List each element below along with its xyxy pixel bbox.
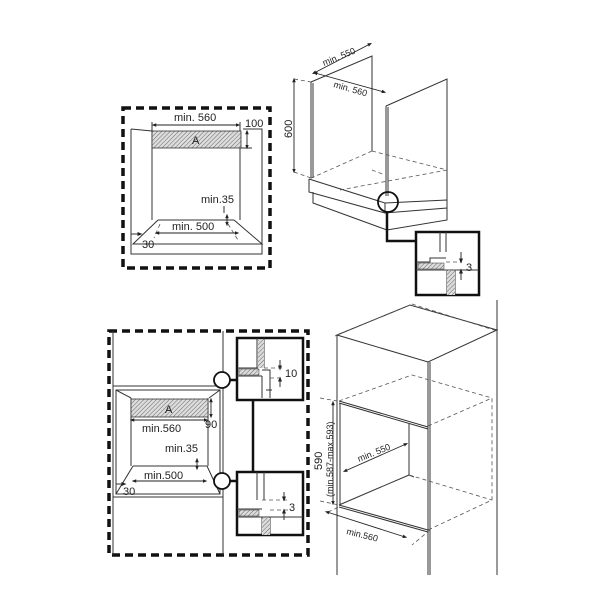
ventilation-zone-a	[130, 398, 209, 418]
height-label: 90	[205, 419, 217, 431]
height-label: 600	[283, 120, 295, 138]
base-board	[308, 178, 448, 214]
bottom-detail-callout-circle	[213, 472, 231, 490]
width-label: min. 560	[332, 79, 368, 98]
width-label: min. 560	[174, 112, 216, 124]
top-detail-gap-label: 10	[285, 368, 297, 380]
side-label: 30	[123, 486, 135, 498]
bottom-detail-box: 3	[235, 470, 305, 537]
tall-cabinet-outline	[112, 331, 224, 555]
floor-trapezoid	[131, 219, 264, 245]
floor-label: min. 500	[172, 221, 214, 233]
width-label: min.560	[346, 526, 379, 543]
ventilation-zone-a	[151, 130, 242, 149]
depth-label: min. 550	[356, 442, 392, 464]
callout-connector	[385, 212, 416, 243]
width-arrow	[324, 510, 408, 539]
installation-zone-border	[121, 106, 272, 270]
width-arrow	[312, 71, 387, 94]
right-panel	[385, 78, 448, 200]
height-label: 100	[245, 118, 263, 130]
gap-label: min.35	[165, 443, 198, 455]
oven-opening	[338, 400, 429, 533]
depth-arrow	[342, 443, 409, 472]
zone-a-label: A	[165, 404, 173, 416]
tall-unit-front-view: A 90 min.560 min.35 min.500 30 10	[107, 329, 310, 557]
floor-label: min.500	[144, 470, 183, 482]
under-counter-front-view: A min. 560 100 min.35 min. 500 30	[121, 106, 272, 270]
plinth	[312, 192, 448, 231]
bottom-detail-gap-label: 3	[289, 502, 295, 514]
under-counter-cabinet-view: 600 min. 550 min. 560 3	[283, 42, 481, 297]
cabinet-outline	[130, 128, 263, 255]
depth-arrow	[312, 42, 372, 75]
cabinet-top	[335, 304, 499, 363]
height-label: 590	[313, 452, 325, 470]
width-label: min.560	[142, 423, 181, 435]
detail-box: 3	[414, 230, 481, 297]
zone-a-label: A	[192, 135, 200, 147]
detail-gap-label: 3	[466, 262, 472, 274]
top-detail-callout-circle	[213, 371, 231, 389]
top-detail-box: 10	[235, 336, 305, 402]
gap-label: min.35	[201, 194, 234, 206]
installation-zone-border	[107, 329, 310, 557]
cabinet-front-edges	[336, 335, 431, 575]
tall-cabinet-view: 590 (min.587-max.593) min. 550 min.560	[313, 300, 499, 575]
height-range-label: (min.587-max.593)	[325, 421, 335, 497]
side-label: 30	[142, 239, 154, 251]
